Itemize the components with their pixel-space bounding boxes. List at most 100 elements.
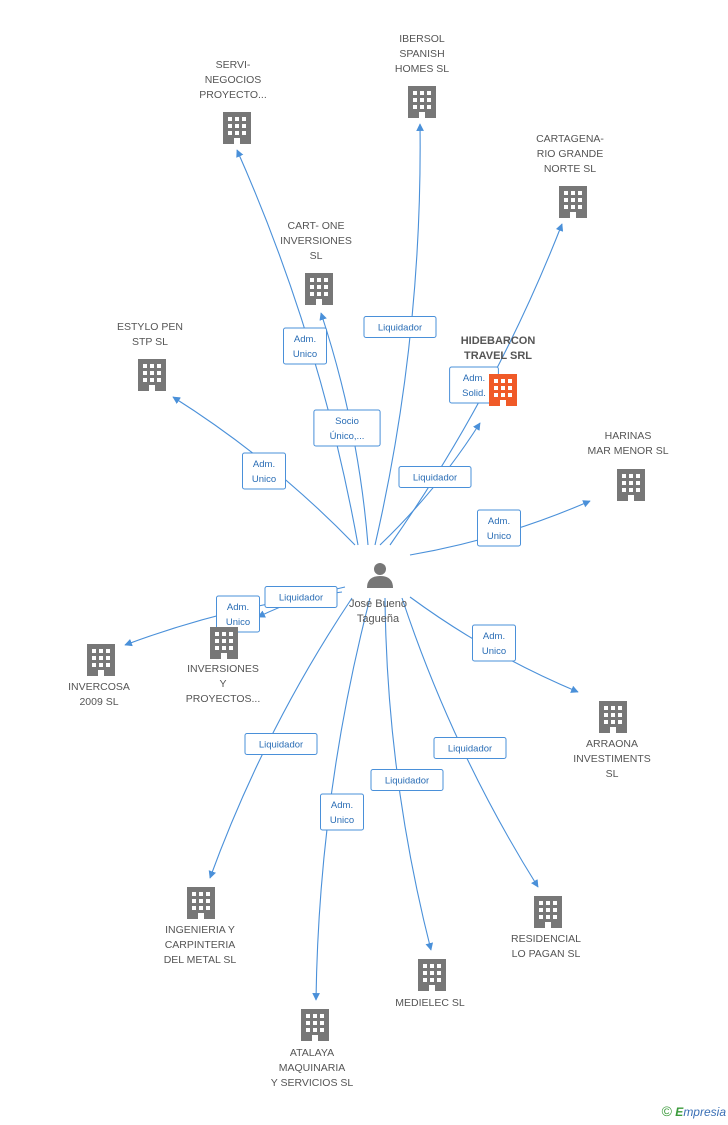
edge-label-text: Liquidador [378,323,422,334]
edge-label-box [433,737,507,759]
edge-label-cartone[interactable]: SocioÚnico,... [313,409,381,447]
company-name: CARPINTERIA [165,939,236,951]
edge-label-arraona[interactable]: Adm.Unico [472,624,516,662]
company-name: INVERSIONES [187,663,259,675]
edge-label-box [216,595,260,633]
company-name: MEDIELEC SL [395,997,465,1009]
building-icon [305,273,333,305]
edge-label-text: Adm. [227,602,249,613]
brand-name: Empresia [675,1105,726,1119]
company-node-residencial[interactable]: RESIDENCIAL LO PAGAN SL [511,896,581,960]
company-name: NEGOCIOS [205,74,262,86]
edge-label-text: Liquidador [279,593,323,604]
company-name: NORTE SL [544,163,596,175]
edge-label-text: Liquidador [259,740,303,751]
edge-label-text: Liquidador [413,473,457,484]
building-icon [187,887,215,919]
building-icon [408,86,436,118]
company-name: 2009 SL [79,696,118,708]
building-icon [210,627,238,659]
edge-label-harinas[interactable]: Adm.Unico [477,509,521,547]
company-node-medielec[interactable]: MEDIELEC SL [395,959,465,1009]
edge-label-box [398,466,472,488]
company-node-cartone[interactable]: CART- ONE INVERSIONES SL [280,220,352,305]
company-name: IBERSOL [399,33,445,45]
building-icon [489,374,517,406]
company-node-atalaya[interactable]: ATALAYA MAQUINARIA Y SERVICIOS SL [271,1009,354,1089]
company-name: INVESTIMENTS [573,753,651,765]
edge-label-text: Solid. [462,388,486,399]
edge-label-box [313,409,381,447]
edge-label-invercosa[interactable]: Adm. Unico [216,595,260,633]
company-node-servi[interactable]: SERVI-NEGOCIOSPROYECTO... [199,59,267,144]
building-icon [534,896,562,928]
company-name: PROYECTOS... [186,693,261,705]
company-name: CARTAGENA- [536,133,604,145]
company-name: Y SERVICIOS SL [271,1077,354,1089]
edge-label-inversiones[interactable]: Liquidador [264,586,338,608]
edge-label-box [264,586,338,608]
company-node-inversiones[interactable]: INVERSIONESYPROYECTOS... [186,627,261,705]
company-name: ESTYLO PEN [117,321,183,333]
edge-label-box [242,452,286,490]
edge-label-atalaya[interactable]: Adm. Unico [320,793,364,831]
edge-label-text: Adm. [483,631,505,642]
company-name: HARINAS [605,430,652,442]
building-icon [559,186,587,218]
edge-label-text: Unico [293,349,317,360]
edge-label-servi[interactable]: Adm. Unico [283,327,327,365]
edge-label-ingenieria[interactable]: Liquidador [244,733,318,755]
edge-label-text: Adm. [331,800,353,811]
edge-label-cartagena[interactable]: Liquidador [398,466,472,488]
company-name: MAQUINARIA [279,1062,346,1074]
edge-label-estylo[interactable]: Adm.Unico [242,452,286,490]
person-name: Jose Bueno [349,598,407,610]
edge-label-box [472,624,516,662]
company-node-estylo[interactable]: ESTYLO PEN STP SL [117,321,183,391]
edge-label-text: Unico [330,815,354,826]
edge-label-text: Único,... [330,431,365,442]
company-name: LO PAGAN SL [512,948,581,960]
company-name: STP SL [132,336,168,348]
edge-label-text: Unico [226,617,250,628]
company-name: CART- ONE [288,220,345,232]
building-icon [617,469,645,501]
company-name: SL [310,250,323,262]
company-name: RESIDENCIAL [511,933,581,945]
footer-brand[interactable]: © Empresia [662,1103,726,1119]
company-name: HIDEBARCON [461,335,536,347]
edge-label-text: Adm. [294,334,316,345]
edge-label-box [320,793,364,831]
edge-label-text: Socio [335,416,359,427]
edge-label-box [370,769,444,791]
edge-label-ibersol[interactable]: Liquidador [363,316,437,338]
building-icon [87,644,115,676]
building-icon [138,359,166,391]
building-icon [223,112,251,144]
copyright-symbol: © [661,1103,672,1119]
edge-label-medielec[interactable]: Liquidador [370,769,444,791]
edges-layer [124,123,591,1001]
company-name: SPANISH [399,48,444,60]
company-node-harinas[interactable]: HARINAS MAR MENOR SL [587,430,669,501]
edge-label-text: Adm. [463,373,485,384]
company-name: ATALAYA [290,1047,334,1059]
building-icon [418,959,446,991]
company-name: ARRAONA [586,738,638,750]
company-name: INVERSIONES [280,235,352,247]
edge-labels-layer: Adm.UnicoLiquidadorLiquidadorSocioÚnico,… [216,316,521,831]
edge-label-text: Unico [487,531,511,542]
edge-label-residencial[interactable]: Liquidador [433,737,507,759]
company-name: PROYECTO... [199,89,267,101]
company-name: INGENIERIA Y [165,924,235,936]
company-name: MAR MENOR SL [587,445,668,457]
edge-label-hidebarcon[interactable]: Adm. Solid. [449,366,499,404]
